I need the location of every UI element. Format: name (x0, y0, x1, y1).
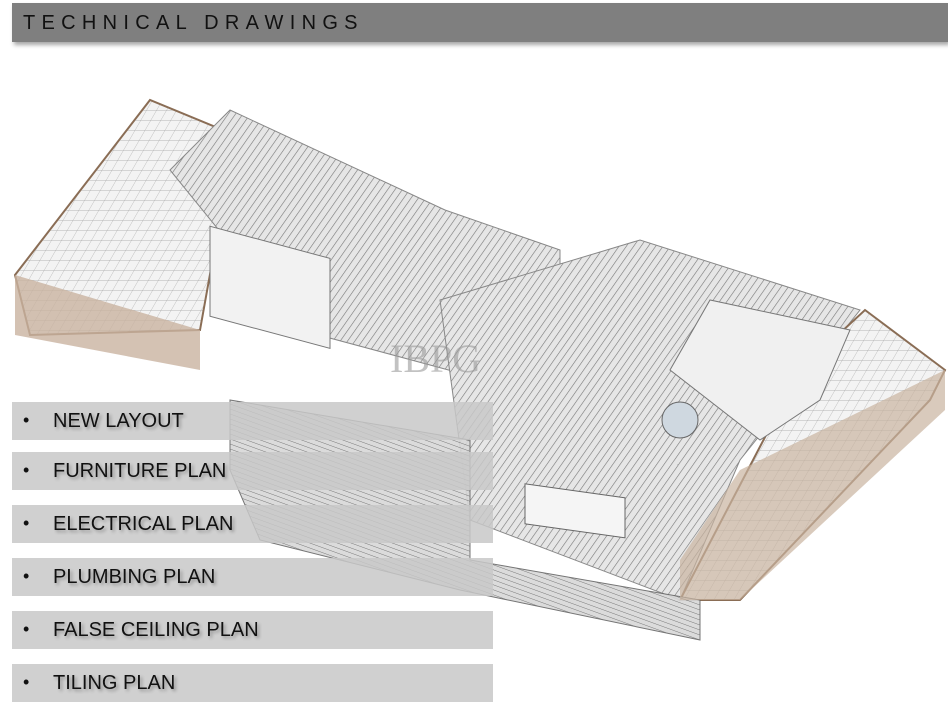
menu-item-label: FALSE CEILING PLAN (53, 619, 259, 641)
menu-item-false-ceiling-plan[interactable]: • FALSE CEILING PLAN (12, 611, 493, 649)
terrace-railing (15, 275, 200, 370)
front-railing (680, 370, 945, 600)
chair (661, 401, 699, 439)
menu-item-label: PLUMBING PLAN (53, 566, 216, 588)
menu-item-new-layout[interactable]: • NEW LAYOUT (12, 402, 493, 440)
page-title: TECHNICAL DRAWINGS (23, 12, 364, 34)
menu-item-furniture-plan[interactable]: • FURNITURE PLAN (12, 452, 493, 490)
menu-item-plumbing-plan[interactable]: • PLUMBING PLAN (12, 558, 493, 596)
sofa (669, 299, 851, 441)
watermark-logo: IBPG (390, 336, 481, 381)
isometric-floor-plan-render: IBPG (13, 98, 947, 641)
menu-item-tiling-plan[interactable]: • TILING PLAN (12, 664, 493, 702)
bullet: • (23, 460, 30, 480)
menu-item-electrical-plan[interactable]: • ELECTRICAL PLAN (12, 505, 493, 543)
bullet: • (23, 672, 30, 692)
bed (209, 225, 331, 350)
menu-item-label: NEW LAYOUT (53, 410, 184, 432)
title-bar: TECHNICAL DRAWINGS (12, 3, 948, 42)
menu-item-label: ELECTRICAL PLAN (53, 513, 234, 535)
menu-item-label: TILING PLAN (53, 672, 176, 694)
menu-item-label: FURNITURE PLAN (53, 460, 227, 482)
dining-table (524, 483, 626, 539)
bullet: • (23, 410, 30, 430)
bullet: • (23, 566, 30, 586)
bullet: • (23, 513, 30, 533)
bullet: • (23, 619, 30, 639)
